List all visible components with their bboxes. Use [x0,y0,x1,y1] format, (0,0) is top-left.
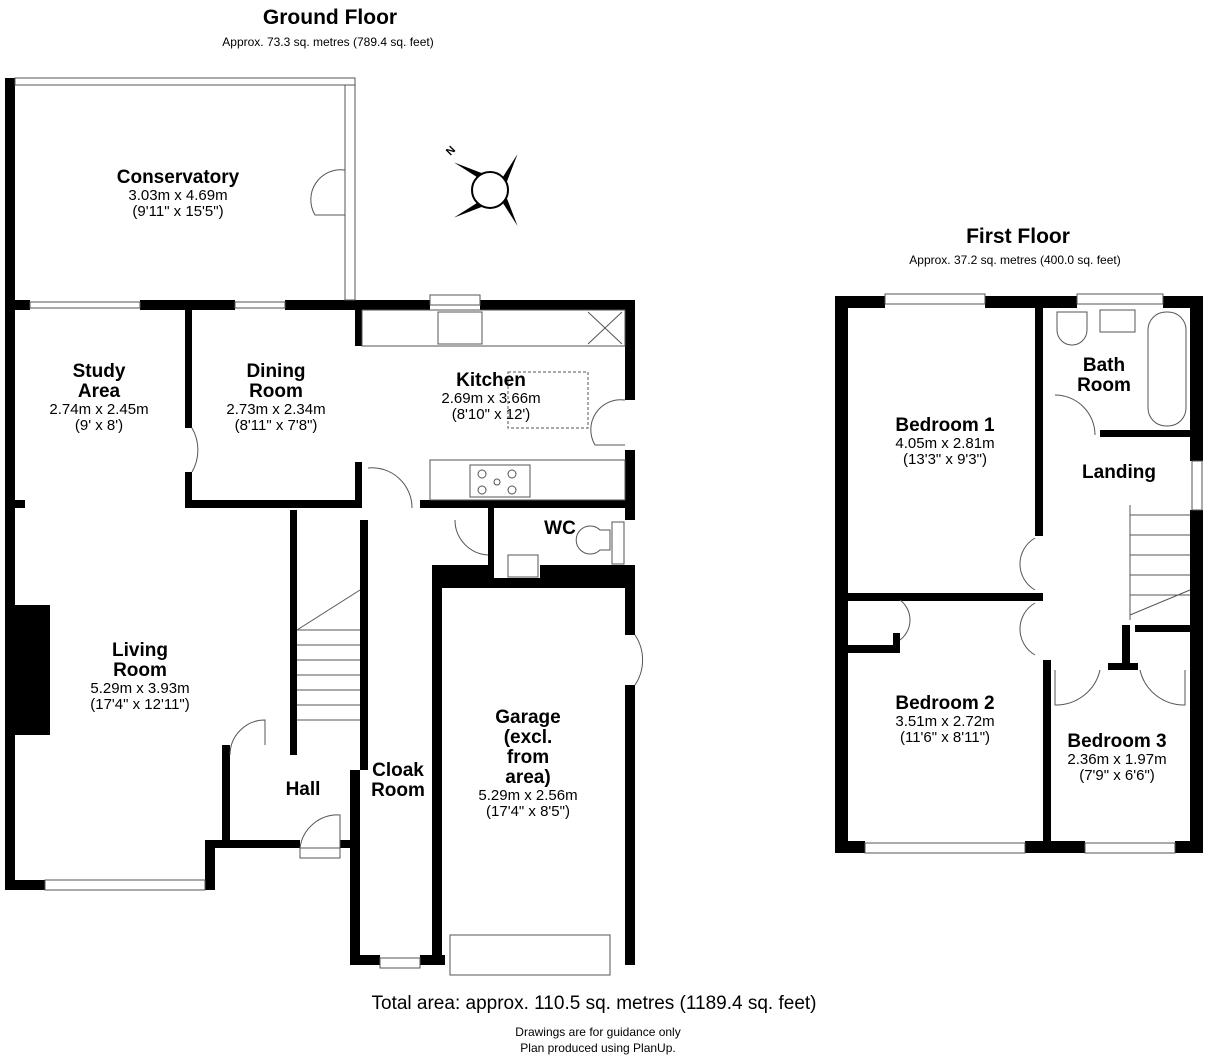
room-name: Landing [1082,462,1156,483]
room-imperial: (17'4" x 12'11") [90,695,190,713]
first-floor-walls [835,296,1203,853]
room-metric: 5.29m x 3.93m [90,679,190,697]
room-kitchen: Kitchen 2.69m x 3.66m (8'10" x 12') [441,371,540,422]
room-metric: 2.74m x 2.45m [49,400,149,418]
ground-floor-walls [5,78,635,965]
room-metric: 3.03m x 4.69m [128,186,228,204]
room-imperial: (11'6" x 8'11") [899,728,991,746]
room-conservatory: Conservatory 3.03m x 4.69m (9'11" x 15'5… [117,168,240,219]
room-bedroom-3: Bedroom 3 2.36m x 1.97m (7'9" x 6'6") [1067,732,1166,783]
room-name: WC [544,518,576,539]
room-garage: Garage (excl. from area) 5.29m x 2.56m (… [478,707,577,819]
ground-floor-fixtures [14,77,644,976]
first-floor-title: First Floor [966,225,1070,248]
room-imperial: (9' x 8') [74,416,124,434]
room-name: Bedroom 1 [895,415,995,436]
room-name: Living Room [112,640,168,681]
room-name: Bath Room [1077,355,1131,396]
ground-floor-title: Ground Floor [262,6,398,29]
room-hall: Hall [286,780,321,800]
total-area: Total area: approx. 110.5 sq. metres (11… [371,993,817,1014]
room-imperial: (8'10" x 12') [451,405,531,423]
produced-by: Plan produced using PlanUp. [520,1041,676,1055]
room-metric: 5.29m x 2.56m [478,786,578,804]
room-name: Cloak Room [371,760,425,801]
first-floor-fixtures [864,293,1203,854]
room-name: Kitchen [456,370,526,391]
room-bath-room: Bath Room [1074,356,1134,396]
compass-icon: N [444,144,518,227]
room-metric: 2.73m x 2.34m [226,400,326,418]
room-name: Conservatory [116,167,240,188]
ground-floor-area: Approx. 73.3 sq. metres (789.4 sq. feet) [222,35,434,49]
room-name: Dining Room [246,361,306,402]
room-wc: WC [544,519,576,539]
room-imperial: (13'3" x 9'3") [903,450,987,468]
room-metric: 2.36m x 1.97m [1067,750,1167,768]
disclaimer: Drawings are for guidance only [515,1025,681,1039]
room-imperial: (17'4" x 8'5") [486,802,570,820]
room-name: Garage (excl. from area) [495,707,561,788]
room-imperial: (8'11" x 7'8") [234,416,318,434]
room-name: Bedroom 2 [895,693,995,714]
room-landing: Landing [1082,463,1156,483]
room-metric: 2.69m x 3.66m [441,389,541,407]
room-name: Hall [285,779,321,800]
first-floor-area: Approx. 37.2 sq. metres (400.0 sq. feet) [909,253,1121,267]
room-bedroom-2: Bedroom 2 3.51m x 2.72m (11'6" x 8'11") [895,694,994,745]
room-study-area: Study Area 2.74m x 2.45m (9' x 8') [49,361,148,434]
room-imperial: (7'9" x 6'6") [1079,766,1155,784]
room-dining-room: Dining Room 2.73m x 2.34m (8'11" x 7'8") [226,361,325,433]
compass-label: N [444,144,458,158]
room-bedroom-1: Bedroom 1 4.05m x 2.81m (13'3" x 9'3") [895,416,994,467]
room-name: Bedroom 3 [1067,731,1167,752]
room-imperial: (9'11" x 15'5") [132,202,224,220]
room-cloak-room: Cloak Room [363,761,433,801]
room-name: Study Area [72,361,126,402]
room-living-room: Living Room 5.29m x 3.93m (17'4" x 12'11… [90,641,190,712]
room-metric: 3.51m x 2.72m [895,712,995,730]
room-metric: 4.05m x 2.81m [895,434,995,452]
